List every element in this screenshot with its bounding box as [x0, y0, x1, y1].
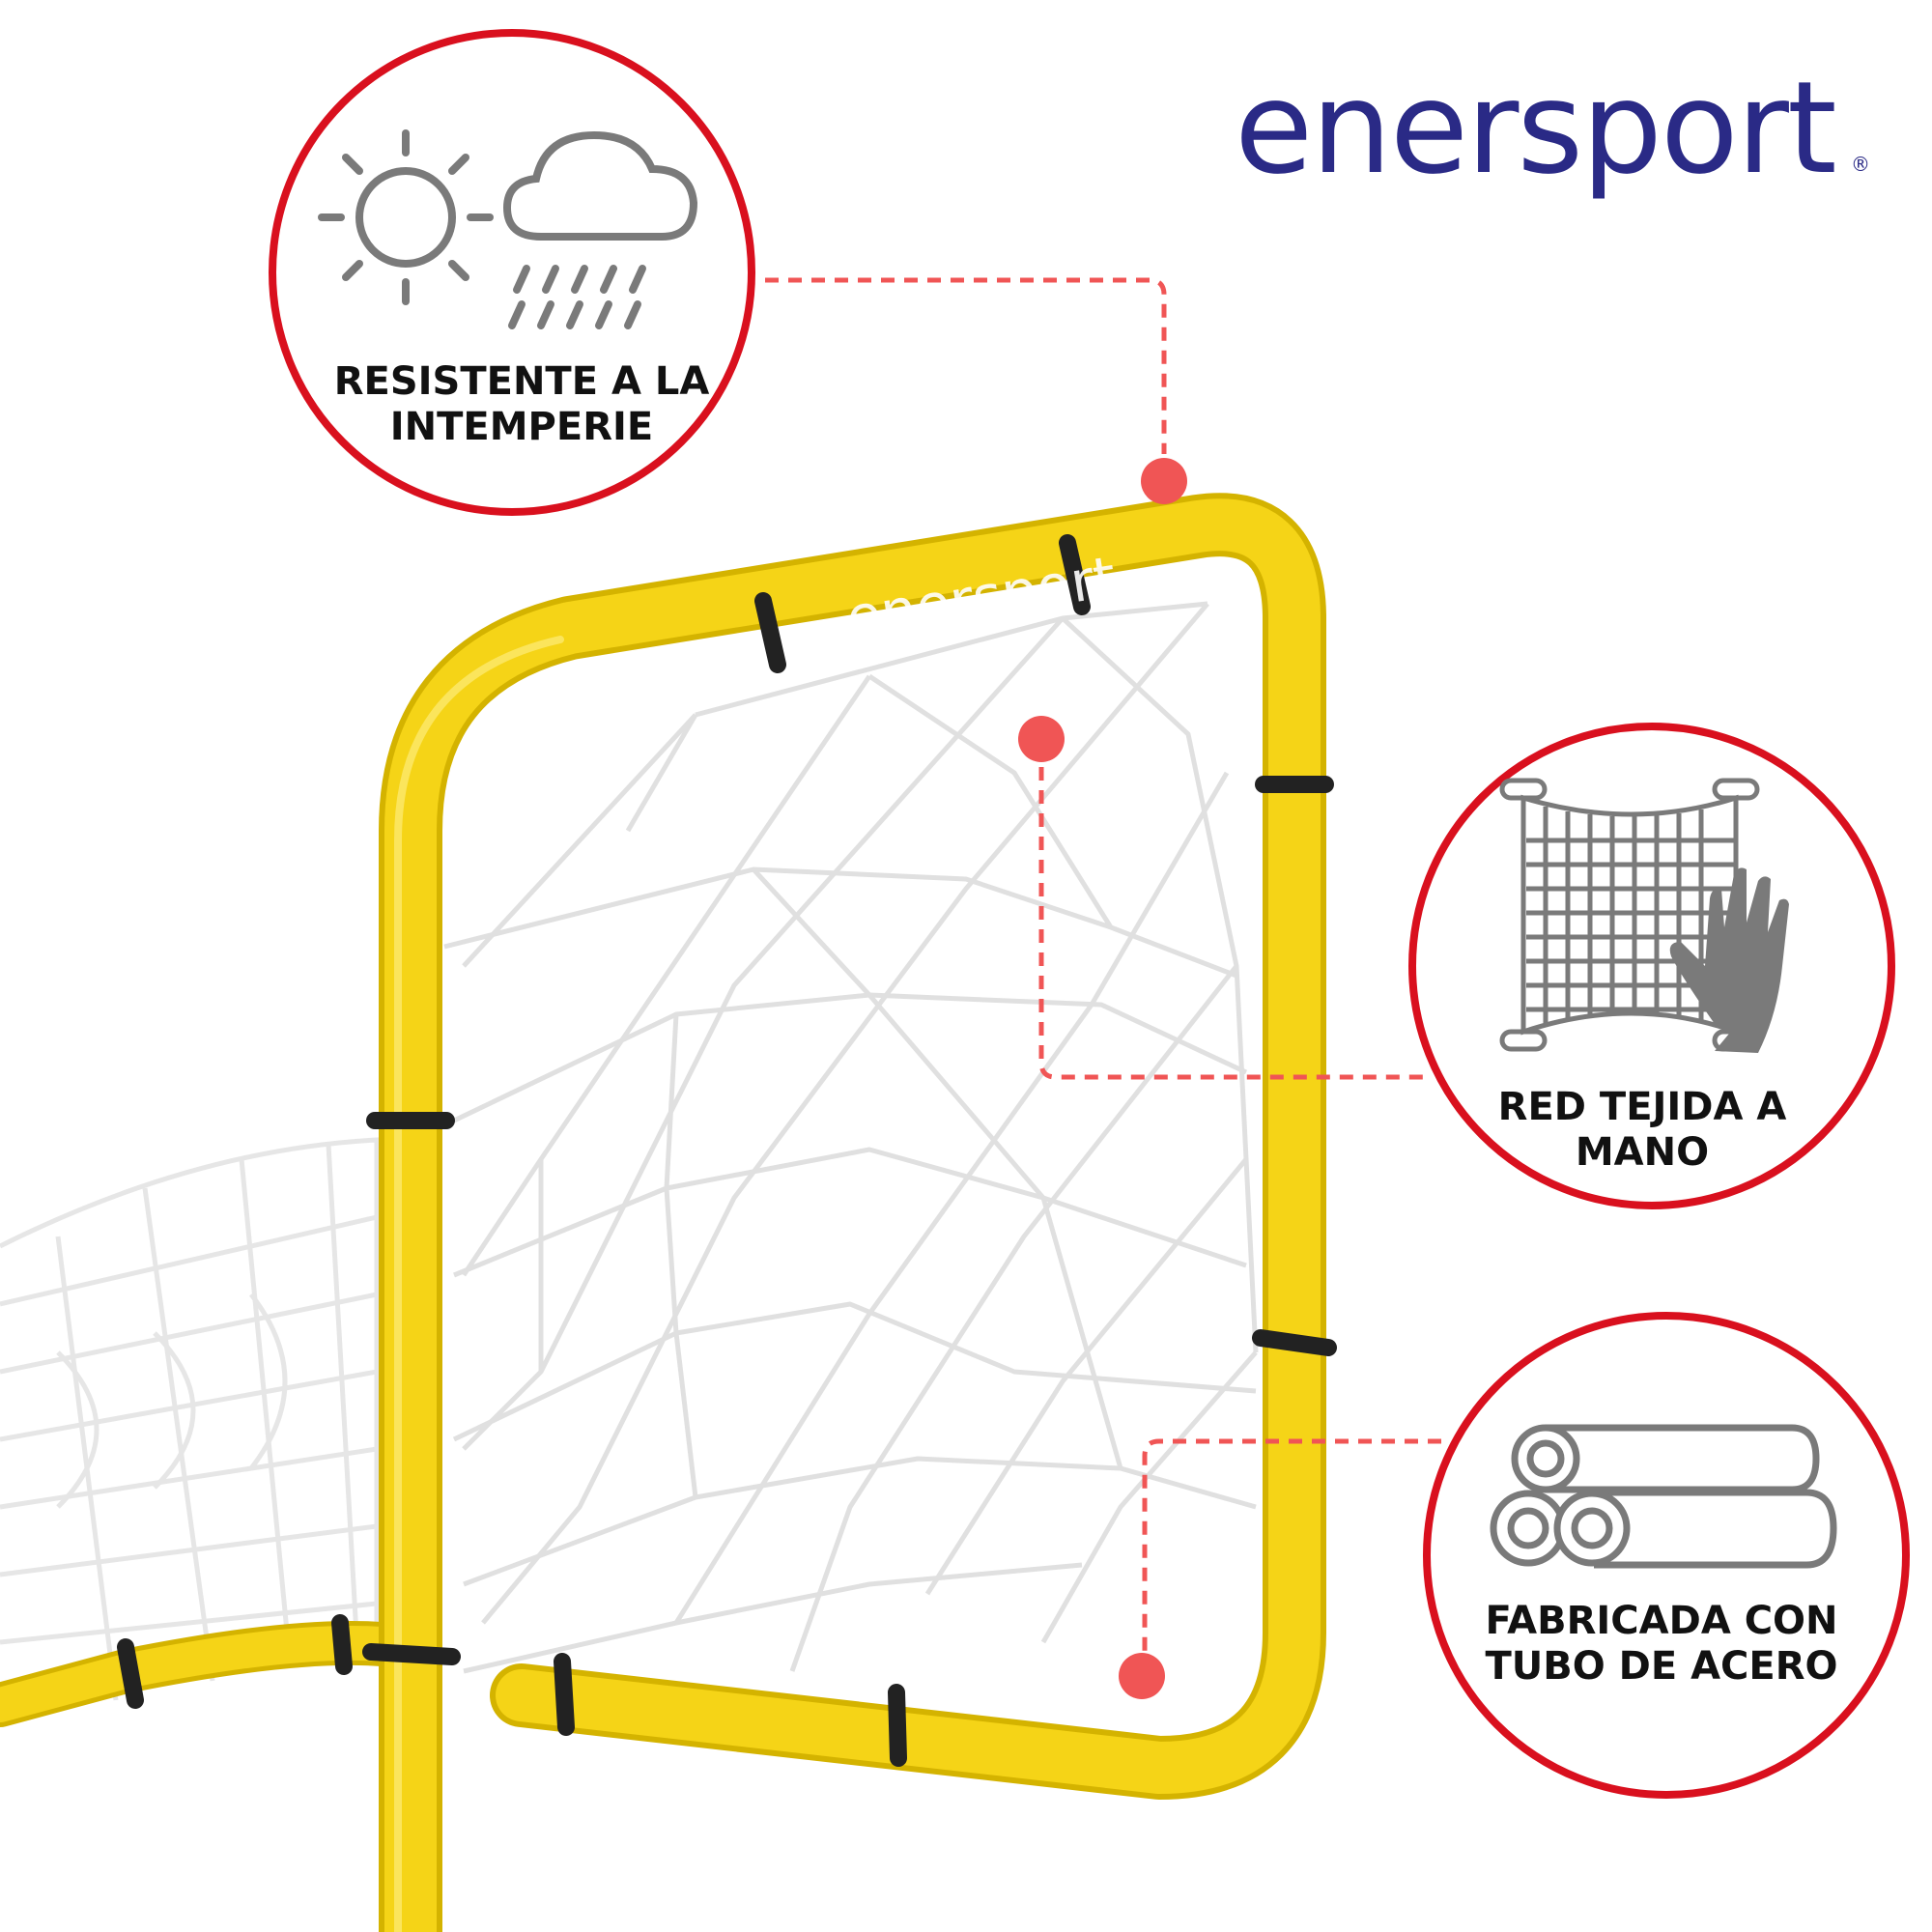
- leader-dots: [1018, 458, 1187, 1699]
- trademark-symbol: ®: [1851, 153, 1870, 176]
- side-net: [0, 1137, 380, 1722]
- brand-logo: enersport: [1235, 54, 1837, 203]
- callout-label-net: RED TEJIDA A MANO: [1497, 1085, 1787, 1176]
- callout-net: [1408, 723, 1895, 1209]
- steel-tubes-icon: [1490, 1424, 1837, 1569]
- leader-lines: [765, 277, 1441, 1662]
- main-net: [443, 601, 1259, 1674]
- sun-rain-icon: [318, 129, 698, 329]
- callout-weather: [269, 29, 755, 516]
- callout-label-steel: FABRICADA CON TUBO DE ACERO: [1485, 1599, 1838, 1690]
- goal-frame: [0, 493, 1337, 1932]
- hand-net-icon: [1499, 778, 1789, 1053]
- callout-label-weather: RESISTENTE A LA INTEMPERIE: [333, 359, 710, 450]
- callout-steel: [1423, 1312, 1910, 1799]
